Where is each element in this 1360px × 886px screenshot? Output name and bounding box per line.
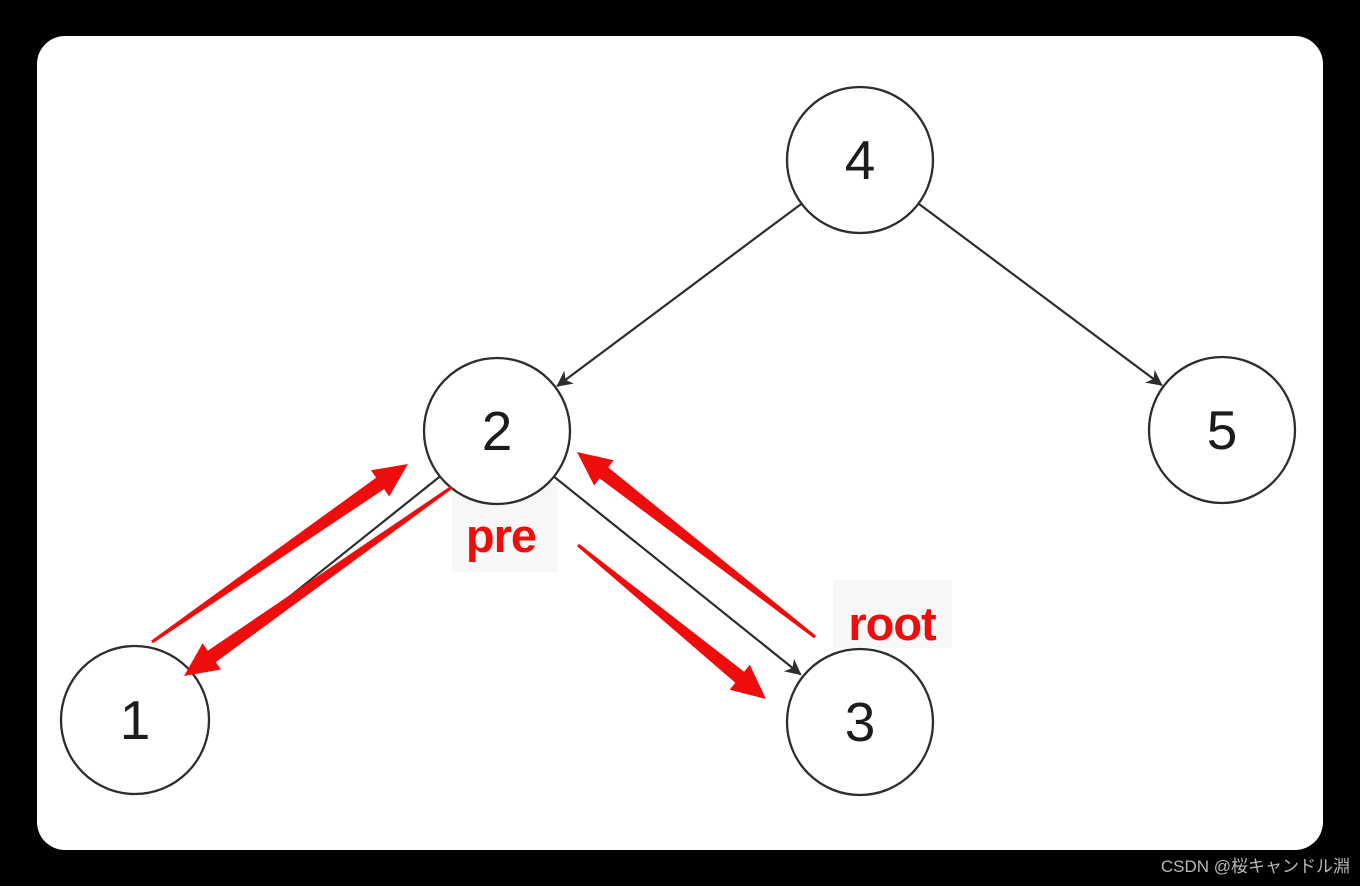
tree-node-4: 4 [785, 85, 935, 235]
red-arrow-2-to-1-icon [184, 485, 453, 676]
red-arrow-3-to-2-icon [577, 452, 816, 639]
red-arrow-2-to-3-icon [577, 543, 766, 699]
node-3-value: 3 [845, 691, 876, 753]
node-2-circle [422, 356, 572, 506]
red-arrow-1-to-2-icon [151, 464, 408, 644]
tree-node-1: 1 [59, 644, 211, 796]
root-label-background [833, 580, 952, 648]
tree-node-5: 5 [1147, 355, 1297, 505]
tree-node-2: 2 [422, 356, 572, 506]
node-5-circle [1147, 355, 1297, 505]
pre-pointer-label: pre [466, 509, 536, 562]
node-3-circle [785, 647, 935, 797]
node-1-value: 1 [120, 689, 151, 751]
node-4-value: 4 [845, 129, 876, 191]
edge-4-to-5 [917, 202, 1163, 387]
root-pointer-label: root [848, 597, 937, 650]
node-4-circle [785, 85, 935, 235]
red-traversal-arrows [151, 452, 816, 699]
node-1-circle [59, 644, 211, 796]
tree-node-3: 3 [785, 647, 935, 797]
node-2-value: 2 [482, 400, 513, 462]
diagram-card [37, 36, 1323, 850]
watermark: CSDN @桜キャンドル淵 [1161, 857, 1350, 876]
edge-4-to-2 [556, 202, 803, 387]
edge-2-to-3 [553, 475, 802, 676]
node-5-value: 5 [1207, 399, 1238, 461]
